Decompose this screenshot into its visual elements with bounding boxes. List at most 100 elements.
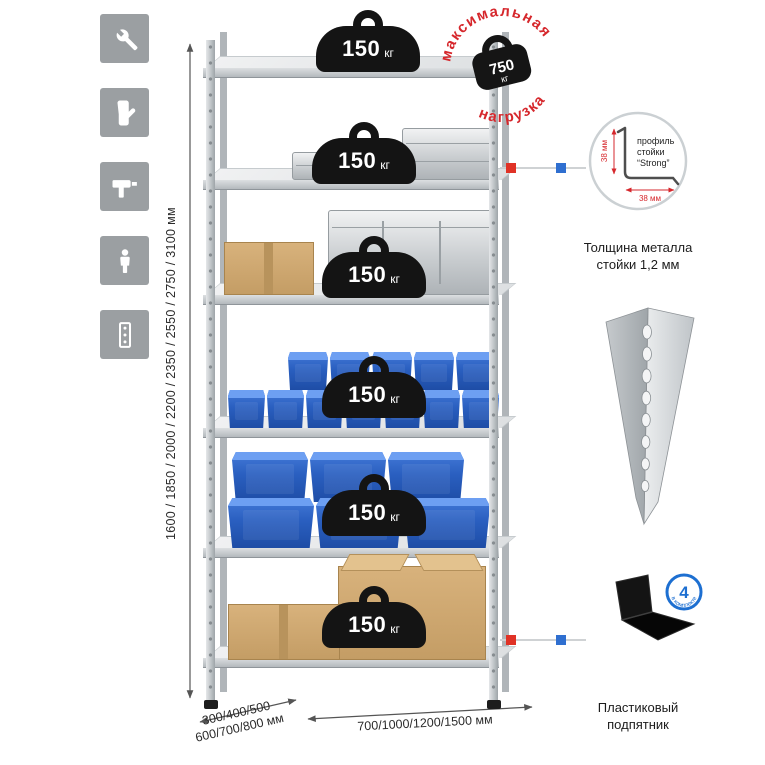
- case-rib: [406, 161, 490, 162]
- profile-callout: 38 мм 38 мм профиль стойки “Strong”: [588, 111, 688, 211]
- gloves-icon: [117, 100, 135, 125]
- rack-foot-left: [204, 700, 218, 709]
- storage-bin: [288, 352, 328, 390]
- shelf-2: [203, 180, 499, 190]
- load-unit: кг: [390, 510, 400, 524]
- post-hole: [641, 390, 652, 406]
- load-value: 150: [348, 262, 387, 287]
- post-profile-drawing: [616, 126, 680, 186]
- load-unit: кг: [380, 158, 390, 172]
- quantity-badge-circle: [665, 573, 703, 611]
- post-hole: [642, 324, 652, 340]
- cardboard-box: [224, 242, 314, 295]
- profile-caption-line2: стойки 1,2 мм: [596, 256, 680, 272]
- rack-post-front-left: [206, 40, 215, 702]
- profile-caption-line1: Толщина металла: [583, 240, 693, 255]
- rack-foot-right: [487, 700, 501, 709]
- profile-label-line3: “Strong”: [637, 158, 670, 168]
- wrench-icon: [116, 28, 137, 50]
- storage-bin: [232, 452, 308, 502]
- storage-bin: [267, 390, 304, 428]
- cardboard-box: [228, 604, 340, 660]
- post-face-right: [643, 307, 695, 526]
- max-load-stamp: максимальная нагрузка 750 кг: [427, 0, 557, 134]
- storage-bin: [414, 352, 454, 390]
- person-icon: [119, 248, 130, 273]
- profile-caption: Толщина металла стойки 1,2 мм: [572, 240, 704, 274]
- profile-label-line2: стойки: [637, 147, 665, 157]
- load-unit: кг: [390, 272, 400, 286]
- aluminium-case: [402, 128, 494, 180]
- foot-caption: Пластиковый подпятник: [572, 700, 704, 734]
- load-value: 150: [348, 500, 387, 525]
- stamp-weight-unit: кг: [500, 73, 510, 85]
- profile-dim-horizontal-label: 38 мм: [639, 194, 661, 203]
- feature-tile-gloves: [100, 88, 149, 137]
- connector-marker-blue: [556, 163, 566, 173]
- post-hole: [640, 479, 650, 492]
- kettlebell-body-icon: [472, 44, 532, 90]
- feature-tile-person: [100, 236, 149, 285]
- load-unit: кг: [384, 46, 394, 60]
- feature-tile-drill: [100, 162, 149, 211]
- box-flap: [414, 554, 484, 571]
- profile-dim-vertical-label: 38 мм: [600, 140, 609, 162]
- foot-caption-line1: Пластиковый: [597, 700, 679, 715]
- load-value: 150: [338, 148, 377, 173]
- rack-icon: [118, 321, 131, 348]
- connector-marker-red: [506, 635, 516, 645]
- foot-caption-line2: подпятник: [607, 716, 669, 732]
- width-dimension-line: [307, 704, 533, 722]
- storage-bin: [423, 390, 460, 428]
- box-tape: [264, 243, 273, 294]
- box-tape: [279, 605, 288, 659]
- load-value: 150: [348, 612, 387, 637]
- post-hole: [642, 346, 652, 362]
- shelf-6: [203, 658, 499, 668]
- storage-bin: [228, 390, 265, 428]
- quantity-badge-value: 4: [679, 583, 689, 602]
- rack-post-back-right: [502, 32, 509, 692]
- load-value: 150: [342, 36, 381, 61]
- post-hole: [641, 457, 650, 471]
- post-hole: [641, 413, 651, 428]
- feature-tile-tools: [100, 14, 149, 63]
- post-face-left: [605, 307, 649, 525]
- drill-icon: [112, 179, 137, 198]
- rack-post-back-left: [220, 32, 227, 692]
- case-seam: [438, 221, 441, 284]
- foot-edge-highlight: [621, 611, 653, 621]
- storage-bin: [388, 452, 464, 502]
- box-flap: [340, 554, 410, 571]
- shelf-1: [203, 68, 499, 78]
- perforated-post-image: [605, 307, 695, 526]
- profile-label-line1: профиль: [637, 136, 675, 146]
- callout-connector-top: [500, 167, 586, 169]
- shelf-4: [203, 428, 499, 438]
- case-rib: [406, 143, 490, 144]
- height-dimension-label: 1600 / 1850 / 2000 / 2200 / 2350 / 2550 …: [164, 207, 178, 541]
- load-unit: кг: [390, 622, 400, 636]
- load-unit: кг: [390, 392, 400, 406]
- shelf-3: [203, 295, 499, 305]
- storage-bin: [228, 498, 314, 548]
- stamp-weight-value: 750: [488, 56, 516, 79]
- connector-marker-red: [506, 163, 516, 173]
- connector-marker-blue: [556, 635, 566, 645]
- feature-tile-rack: [100, 310, 149, 359]
- post-hole: [641, 368, 652, 384]
- rack-post-front-right: [489, 40, 498, 702]
- post-hole: [641, 435, 651, 449]
- depth-dimension-line: [199, 698, 297, 724]
- case-rib: [332, 227, 492, 228]
- load-value: 150: [348, 382, 387, 407]
- callout-connector-bottom: [500, 639, 586, 641]
